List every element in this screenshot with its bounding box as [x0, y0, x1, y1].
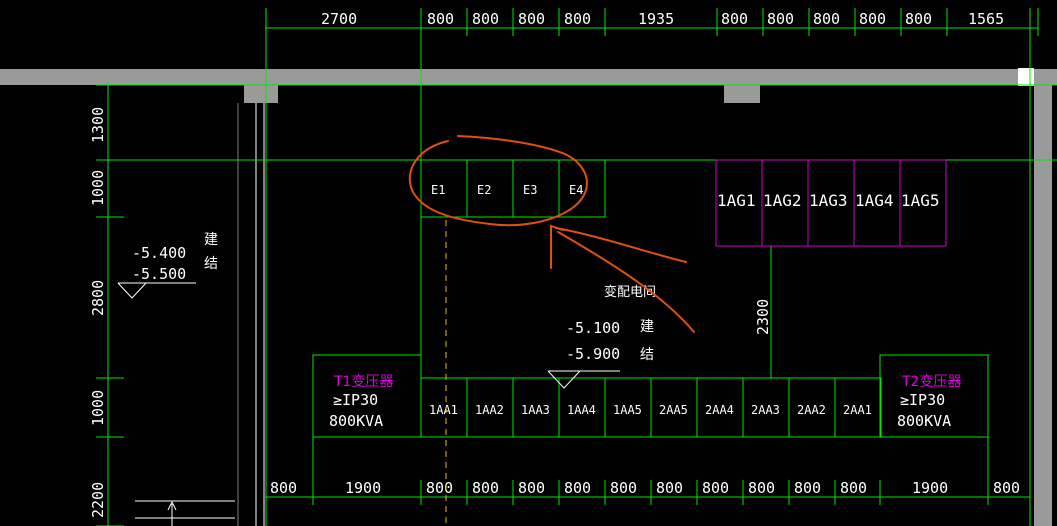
transformer-t1: T1变压器 ≥IP30 800KVA: [312, 354, 422, 438]
bottom-dim-label: 800: [702, 479, 729, 497]
bottom-dim-label: 800: [270, 479, 297, 497]
bottom-dim-label: 1900: [912, 479, 948, 497]
bottom-dim-label: 800: [518, 479, 545, 497]
aa-cell-label: 2AA5: [659, 403, 688, 417]
bottom-dimensions: 800 1900 800 800 800 800 800 800 800 800 800 800 190…: [265, 479, 1031, 505]
aa-cell-label: 2AA2: [797, 403, 826, 417]
ag-cell-label: 1AG2: [763, 191, 802, 210]
e-cell: [558, 159, 606, 218]
bottom-dim-label: 800: [794, 479, 821, 497]
elevation-left-lower: -5.500: [132, 265, 186, 283]
e-cell-label: E4: [569, 183, 583, 197]
bottom-dim-label: 1900: [345, 479, 381, 497]
annotation-circle: [408, 135, 588, 227]
right-wall: [1034, 75, 1052, 526]
ag-cell-label: 1AG4: [855, 191, 894, 210]
transformer-t1-box: [312, 354, 422, 438]
aa-switchgear-row: 1AA1 1AA2 1AA3 1AA4 1AA5 2AA5 2AA4 2AA3 2AA2 2AA1: [420, 377, 882, 438]
annotation-arrow-line: [555, 227, 687, 263]
transformer-t1-ip: ≥IP30: [333, 391, 378, 409]
aa-cell-label: 1AA2: [475, 403, 504, 417]
top-dim-label: 1565: [968, 10, 1004, 28]
bottom-dim-label: 800: [610, 479, 637, 497]
ag-cell: [899, 159, 947, 247]
elevation-left-upper-tag: 建: [204, 232, 218, 248]
ag-cell-label: 1AG1: [717, 191, 756, 210]
left-dim-label: 1300: [89, 107, 107, 143]
aa-cell: [834, 377, 882, 438]
aa-cell-label: 1AA4: [567, 403, 596, 417]
bottom-dim-label: 800: [993, 479, 1020, 497]
top-dim-label: 2700: [321, 10, 357, 28]
left-dim-label: 2800: [89, 280, 107, 316]
transformer-t1-name: T1变压器: [333, 374, 393, 390]
elevation-left-lower-tag: 结: [204, 256, 218, 272]
top-dim-label: 800: [518, 10, 545, 28]
top-dim-label: 800: [472, 10, 499, 28]
aa-cell-label: 1AA3: [521, 403, 550, 417]
bottom-dim-label: 800: [426, 479, 453, 497]
bottom-left-marker: [135, 500, 235, 526]
aa-cell-label: 2AA1: [843, 403, 872, 417]
elevation-center-upper-tag: 建: [640, 319, 654, 335]
elevation-marker-center: -5.100 -5.900 建 结: [547, 319, 654, 389]
bottom-dim-label: 800: [564, 479, 591, 497]
top-dim-label: 800: [767, 10, 794, 28]
top-dim-label: 1935: [638, 10, 674, 28]
elevation-left-upper: -5.400: [132, 244, 186, 262]
bottom-dim-label: 800: [472, 479, 499, 497]
room-label: 变配电间: [604, 284, 656, 300]
left-dimensions: 1300 1000 2800 1000 2200: [89, 84, 124, 526]
left-dim-label: 2200: [89, 482, 107, 518]
top-dim-label: 800: [427, 10, 454, 28]
left-dim-label: 1000: [89, 170, 107, 206]
e-cell-label: E3: [523, 183, 537, 197]
top-dim-label: 800: [721, 10, 748, 28]
aa-cell-label: 2AA3: [751, 403, 780, 417]
structure: [0, 68, 1057, 526]
elevation-center-lower: -5.900: [566, 345, 620, 363]
top-wall: [0, 69, 1057, 85]
e-switchgear-row: E1 E2 E3 E4: [420, 159, 606, 218]
elevation-left-triangle: [117, 282, 147, 299]
transformer-t2-ip: ≥IP30: [900, 391, 945, 409]
vertical-dim-2300: 2300: [754, 299, 772, 335]
top-dim-label: 800: [905, 10, 932, 28]
aa-cell-label: 1AA1: [429, 403, 458, 417]
elevation-center-triangle: [547, 370, 581, 389]
transformer-t2-name: T2变压器: [901, 374, 961, 390]
top-dim-label: 800: [564, 10, 591, 28]
ag-cell-label: 1AG5: [901, 191, 940, 210]
aa-cell-label: 2AA4: [705, 403, 734, 417]
left-dim-label: 1000: [89, 390, 107, 426]
column-left: [244, 85, 278, 103]
elevation-center-upper: -5.100: [566, 319, 620, 337]
e-cell-label: E1: [431, 183, 445, 197]
top-dimensions: 2700 800 800 800 800 1935 800 800 800 800 800 1565: [265, 8, 1039, 36]
bottom-dim-label: 800: [840, 479, 867, 497]
column-mid: [724, 85, 760, 103]
right-wall-corner: [1018, 68, 1034, 86]
bottom-dim-label: 800: [748, 479, 775, 497]
aa-cell-label: 1AA5: [613, 403, 642, 417]
e-cell-label: E2: [477, 183, 491, 197]
transformer-t2: T2变压器 ≥IP30 800KVA: [879, 354, 989, 438]
orange-annotation: [408, 135, 695, 333]
transformer-t1-kva: 800KVA: [329, 412, 383, 430]
top-dim-label: 800: [813, 10, 840, 28]
ag-switchgear-row: 1AG1 1AG2 1AG3 1AG4 1AG5: [715, 159, 947, 247]
ag-cell-label: 1AG3: [809, 191, 848, 210]
bottom-left-arrow-head: [167, 500, 177, 511]
elevation-center-lower-tag: 结: [640, 347, 654, 363]
annotation-arrow-tail: [557, 231, 695, 333]
transformer-t2-kva: 800KVA: [897, 412, 951, 430]
elevation-marker-left: -5.400 -5.500 建 结: [117, 232, 218, 299]
bottom-dim-label: 800: [656, 479, 683, 497]
annotation-arrow-head: [550, 224, 564, 269]
transformer-t2-box: [879, 354, 989, 438]
top-dim-label: 800: [859, 10, 886, 28]
